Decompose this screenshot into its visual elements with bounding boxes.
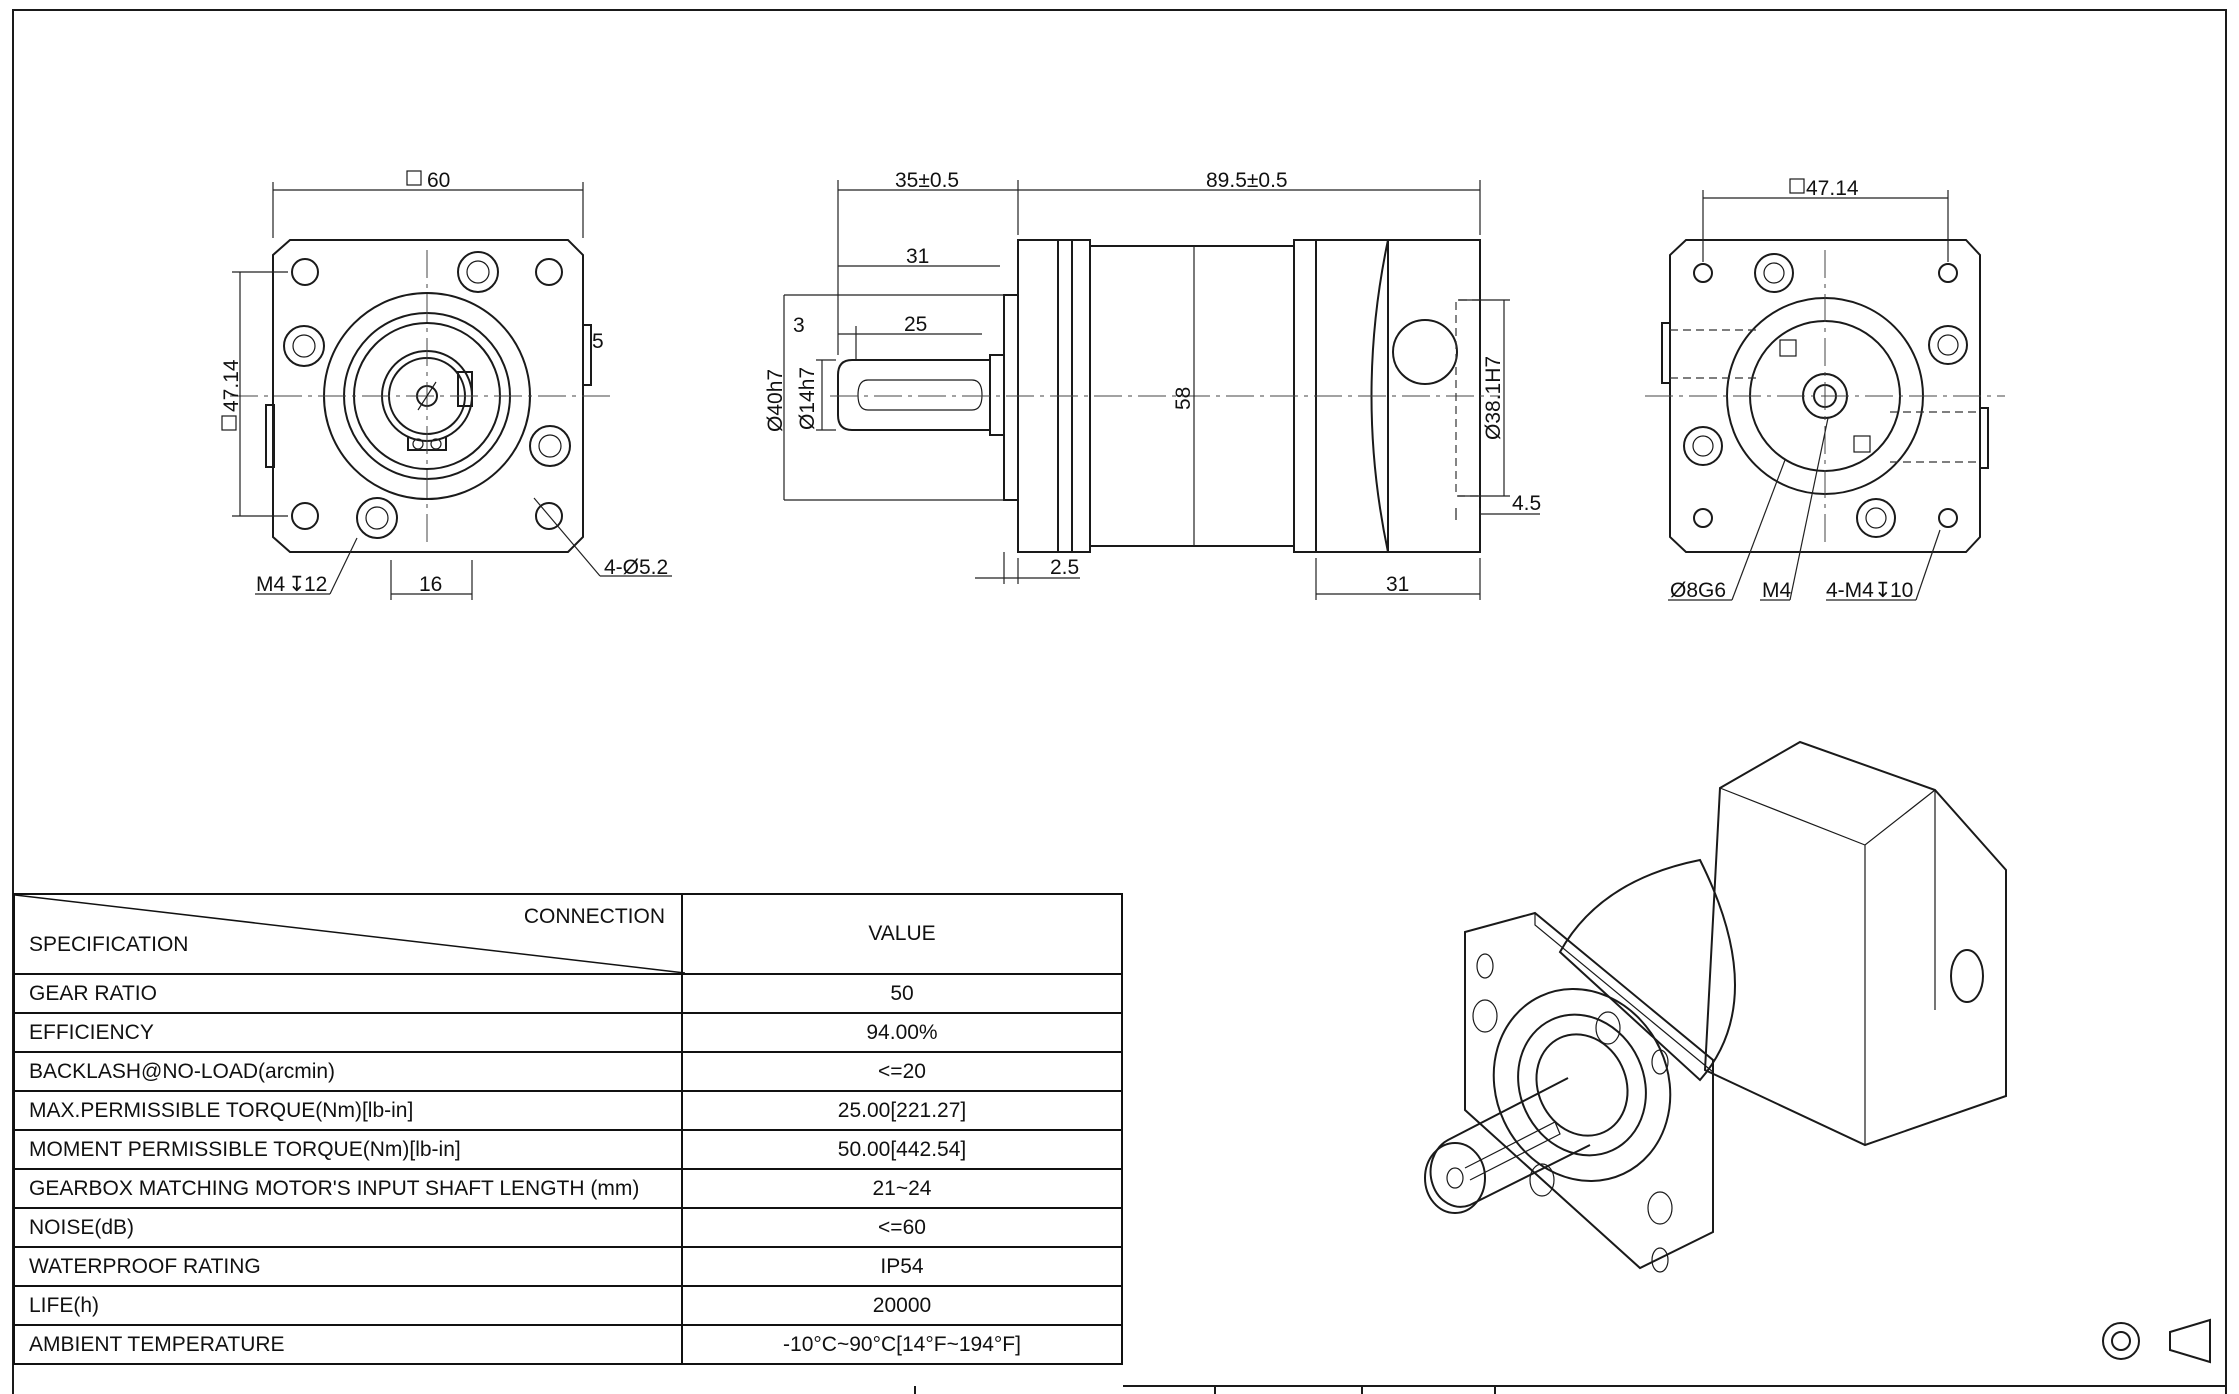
table-row: GEAR RATIO 50: [13, 973, 1123, 1014]
spec-value: <=60: [681, 1207, 1123, 1248]
front-view-dimensions: 60 47.14 5 16 M4 ↧ 12 4-Ø5.2: [220, 169, 672, 600]
spec-label: GEARBOX MATCHING MOTOR'S INPUT SHAFT LEN…: [13, 1168, 683, 1209]
spec-value: 50.00[442.54]: [681, 1129, 1123, 1170]
table-row: AMBIENT TEMPERATURE -10°C~90°C[14°F~194°…: [13, 1324, 1123, 1365]
dim-front-width: 60: [427, 169, 450, 192]
spec-value: 21~24: [681, 1168, 1123, 1209]
dim-side-input-length: 31: [1386, 573, 1409, 596]
dim-rear-clamp: M4: [1762, 579, 1791, 602]
dim-side-input-bore: Ø38.1H7: [1482, 356, 1505, 440]
dim-side-shaft-to-body: 31: [906, 245, 929, 268]
spec-value: 50: [681, 973, 1123, 1014]
dim-side-body-dia: 58: [1172, 387, 1195, 410]
dim-front-holes: 4-Ø5.2: [604, 556, 668, 579]
table-row: NOISE(dB) <=60: [13, 1207, 1123, 1248]
dim-side-shaft-length: 35±0.5: [895, 169, 959, 192]
spec-value: <=20: [681, 1051, 1123, 1092]
side-view-dimensions: 35±0.5 89.5±0.5 31 3 25 Ø40h7 Ø14h7 58 Ø…: [764, 169, 1541, 600]
table-row: MAX.PERMISSIBLE TORQUE(Nm)[lb-in] 25.00[…: [13, 1090, 1123, 1131]
front-view: [230, 239, 610, 553]
table-row: EFFICIENCY 94.00%: [13, 1012, 1123, 1053]
side-view: [830, 239, 1500, 553]
spec-value: 20000: [681, 1285, 1123, 1326]
spec-table-header: CONNECTION SPECIFICATION VALUE: [13, 893, 1123, 975]
drawing-border: [12, 9, 2227, 1394]
dim-side-input-depth: 4.5: [1512, 492, 1541, 515]
table-row: GEARBOX MATCHING MOTOR'S INPUT SHAFT LEN…: [13, 1168, 1123, 1209]
spec-label: BACKLASH@NO-LOAD(arcmin): [13, 1051, 683, 1092]
spec-value: -10°C~90°C[14°F~194°F]: [681, 1324, 1123, 1365]
spec-label: MOMENT PERMISSIBLE TORQUE(Nm)[lb-in]: [13, 1129, 683, 1170]
title-block: [914, 1385, 2226, 1394]
isometric-view: [1424, 740, 2007, 1273]
spec-value: 94.00%: [681, 1012, 1123, 1053]
dim-front-tap: M4: [256, 573, 285, 596]
header-value: VALUE: [681, 893, 1123, 975]
dim-side-key-length: 25: [904, 313, 927, 336]
rear-view-dimensions: 47.14 Ø8G6 M4 4-M4 ↧ 10: [1668, 177, 1949, 602]
dim-side-body-length: 89.5±0.5: [1206, 169, 1288, 192]
spec-label: NOISE(dB): [13, 1207, 683, 1248]
dim-front-tap-depth: 12: [304, 573, 327, 596]
spec-value: IP54: [681, 1246, 1123, 1287]
dim-front-center-distance: 16: [419, 573, 442, 596]
header-diagonal-cell: CONNECTION SPECIFICATION: [13, 893, 685, 975]
spec-label: AMBIENT TEMPERATURE: [13, 1324, 683, 1365]
dim-front-height: 47.14: [220, 359, 243, 412]
table-row: BACKLASH@NO-LOAD(arcmin) <=20: [13, 1051, 1123, 1092]
spec-label: EFFICIENCY: [13, 1012, 683, 1053]
dim-side-shoulder: 3: [793, 314, 805, 337]
table-row: LIFE(h) 20000: [13, 1285, 1123, 1326]
first-angle-projection-icon: [2102, 1318, 2211, 1364]
header-connection: CONNECTION: [523, 905, 665, 928]
table-row: MOMENT PERMISSIBLE TORQUE(Nm)[lb-in] 50.…: [13, 1129, 1123, 1170]
rear-view: [1645, 239, 2005, 553]
spec-value: 25.00[221.27]: [681, 1090, 1123, 1131]
svg-text:↧: ↧: [1874, 579, 1892, 602]
header-diagonal-line: [15, 895, 685, 973]
dim-rear-bore: Ø8G6: [1670, 579, 1726, 602]
dim-side-shaft-dia: Ø14h7: [796, 367, 819, 430]
spec-label: MAX.PERMISSIBLE TORQUE(Nm)[lb-in]: [13, 1090, 683, 1131]
dim-rear-mount: 4-M4: [1826, 579, 1874, 602]
dim-side-pilot: Ø40h7: [764, 369, 787, 432]
spec-label: GEAR RATIO: [13, 973, 683, 1014]
spec-table: CONNECTION SPECIFICATION VALUE GEAR RATI…: [13, 893, 1123, 1365]
svg-text:↧: ↧: [288, 573, 306, 596]
header-specification: SPECIFICATION: [29, 933, 189, 956]
spec-label: WATERPROOF RATING: [13, 1246, 683, 1287]
table-row: WATERPROOF RATING IP54: [13, 1246, 1123, 1287]
spec-label: LIFE(h): [13, 1285, 683, 1326]
dim-front-key-offset: 5: [592, 330, 604, 353]
dim-side-flange: 2.5: [1050, 556, 1079, 579]
dim-rear-mount-depth: 10: [1890, 579, 1913, 602]
dim-rear-width: 47.14: [1806, 177, 1859, 200]
